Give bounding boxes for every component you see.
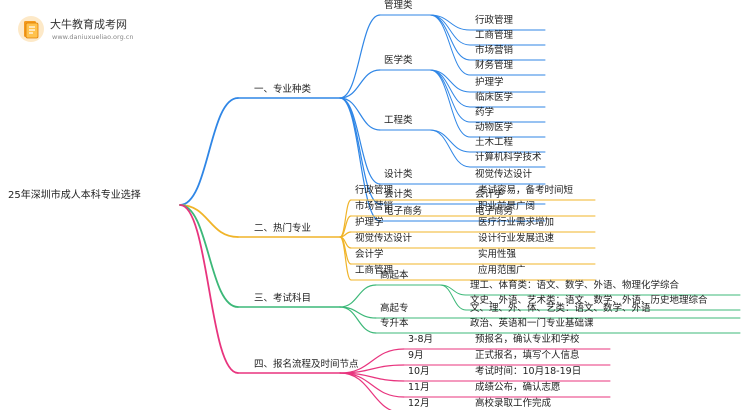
leaf-item: 土木工程 [475,137,514,148]
branch-2-label: 二、热门专业 [254,223,312,234]
leaf-item: 正式报名，填写个人信息 [475,350,580,361]
leaf-item: 药学 [475,107,495,118]
group-label: 市场营销 [355,201,394,212]
mindmap-connector [339,306,377,319]
leaf-item: 设计行业发展迅速 [478,233,555,244]
leaf-item: 预报名，确认专业和学校 [475,334,580,345]
mindmap-connector [429,14,471,61]
leaf-item: 电子商务 [475,206,514,217]
group-label: 会计类 [384,189,413,200]
leaf-item: 动物医学 [475,122,514,133]
leaf-item: 工商管理 [475,30,514,41]
brand-name: 大牛教育成考网 [50,18,127,31]
leaf-item: 实用性强 [478,249,517,260]
group-label: 专升本 [380,318,409,329]
leaf-item: 财务管理 [475,60,514,71]
mindmap-connector [429,14,471,76]
leaf-item: 应用范围广 [478,265,526,276]
branch-3-label: 三、考试科目 [254,293,312,304]
group-label: 电子商务 [384,206,423,217]
group-label: 管理类 [384,0,413,11]
group-label: 高起专 [380,303,409,314]
leaf-item: 行政管理 [475,15,514,26]
group-label: 高起本 [380,270,409,281]
leaf-item: 医疗行业需求增加 [478,217,555,228]
leaf-item: 计算机科学技术 [475,152,542,163]
mindmap-connector [339,97,381,185]
leaf-item: 成绩公布，确认志愿 [475,382,561,393]
leaf-item: 政治、英语和一门专业基础课 [470,318,594,329]
group-label: 9月 [408,350,424,361]
leaf-item: 市场营销 [475,45,514,56]
mindmap-connector [439,284,467,311]
mindmap-connector [179,204,239,308]
mindmap-connector [339,97,381,131]
leaf-item: 文史、外语、艺术类：语文、数学、外语、历史地理综合 [470,295,708,306]
mindmap-connector [339,14,381,99]
leaf-item: 会计学 [475,189,504,200]
group-label: 3-8月 [408,334,434,345]
mindmap-connector [339,199,352,238]
leaf-item: 临床医学 [475,92,514,103]
mindmap-connector [179,204,239,374]
mindmap-connector [179,97,239,206]
mindmap-connector [179,204,239,238]
leaf-item: 高校录取工作完成 [475,398,552,409]
mindmap-connector [339,284,377,308]
group-label: 会计学 [355,249,384,260]
mindmap-connector [339,306,377,334]
group-label: 设计类 [384,169,413,180]
group-label: 10月 [408,366,430,377]
group-label: 工商管理 [355,265,394,276]
group-label: 医学类 [384,55,413,66]
leaf-item: 视觉传达设计 [475,169,533,180]
group-label: 工程类 [384,115,413,126]
leaf-item: 文、理、外、体、艺类：语文、数学、外语 [470,303,651,314]
mindmap-connector [429,129,471,168]
mindmap-connector [429,69,471,138]
mindmap-connector [429,14,471,46]
brand-url: www.daniuxueliao.org.cn [52,33,134,41]
mindmap-connector [339,372,393,410]
leaf-item: 考试时间：10月18-19日 [475,366,582,377]
leaf-item: 考试容易，备考时间短 [478,185,574,196]
mindmap-connector [339,236,352,281]
group-label: 行政管理 [355,185,394,196]
leaf-item: 职业前景广阔 [478,201,536,212]
group-label: 护理学 [355,217,384,228]
leaf-item: 理工、体育类：语文、数学、外语、物理化学综合 [470,280,680,291]
book-logo-icon [18,16,44,42]
mindmap-connector [439,284,467,296]
group-label: 视觉传达设计 [355,233,413,244]
branch-1-label: 一、专业种类 [254,84,312,95]
mindmap-connector [339,69,381,99]
mindmap-connector [429,69,471,108]
group-label: 12月 [408,398,430,409]
mindmap-connector [429,69,471,123]
leaf-item: 护理学 [475,77,504,88]
root-topic: 25年深圳市成人本科专业选择 [8,190,141,201]
branch-4-label: 四、报名流程及时间节点 [254,359,359,370]
group-label: 11月 [408,382,430,393]
